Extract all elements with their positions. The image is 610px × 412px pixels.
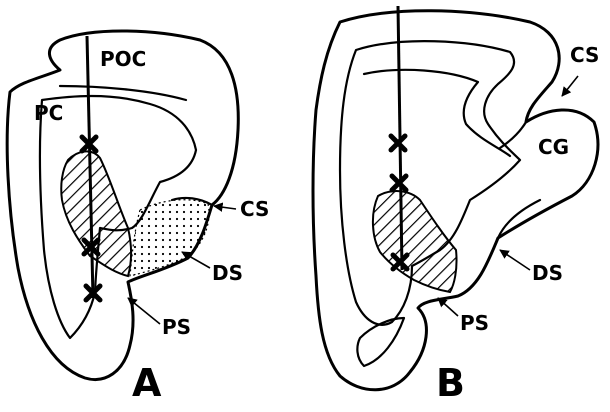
panel-a-label-ds: DS bbox=[212, 261, 243, 285]
panel-b-lesion-mark-1 bbox=[391, 136, 405, 150]
panel-b-ds-arrow bbox=[500, 250, 530, 270]
panel-b-ps-arrow bbox=[438, 298, 458, 316]
panel-b-label-cg: CG bbox=[538, 135, 569, 159]
panel-b-label-cs: CS bbox=[570, 43, 599, 67]
panel-b-lesion-mark-2 bbox=[392, 176, 406, 190]
panel-b-cs-sulcus bbox=[500, 122, 526, 148]
panel-a-label-ps: PS bbox=[162, 315, 191, 339]
panel-a-label-poc: POC bbox=[100, 47, 146, 71]
panel-b-cs-arrow bbox=[562, 76, 578, 96]
panel-a-dotted-region bbox=[130, 200, 209, 276]
panel-b-outer-outline bbox=[313, 11, 598, 390]
panel-b-label-ps: PS bbox=[460, 311, 489, 335]
panel-a-label-pc: PC bbox=[34, 101, 63, 125]
panel-b-label-ds: DS bbox=[532, 261, 563, 285]
panel-a-label-cs: CS bbox=[240, 197, 269, 221]
panel-b: CS CG DS PS B bbox=[313, 6, 599, 405]
panel-a: POC PC CS DS PS A bbox=[7, 31, 269, 405]
panel-a-letter: A bbox=[132, 361, 162, 405]
panel-b-inner-fold bbox=[364, 70, 510, 156]
panel-a-cs-arrow bbox=[214, 206, 236, 209]
panel-b-letter: B bbox=[436, 361, 465, 405]
panel-b-hatched-region bbox=[373, 191, 457, 292]
panel-a-hatched-region bbox=[61, 151, 131, 276]
